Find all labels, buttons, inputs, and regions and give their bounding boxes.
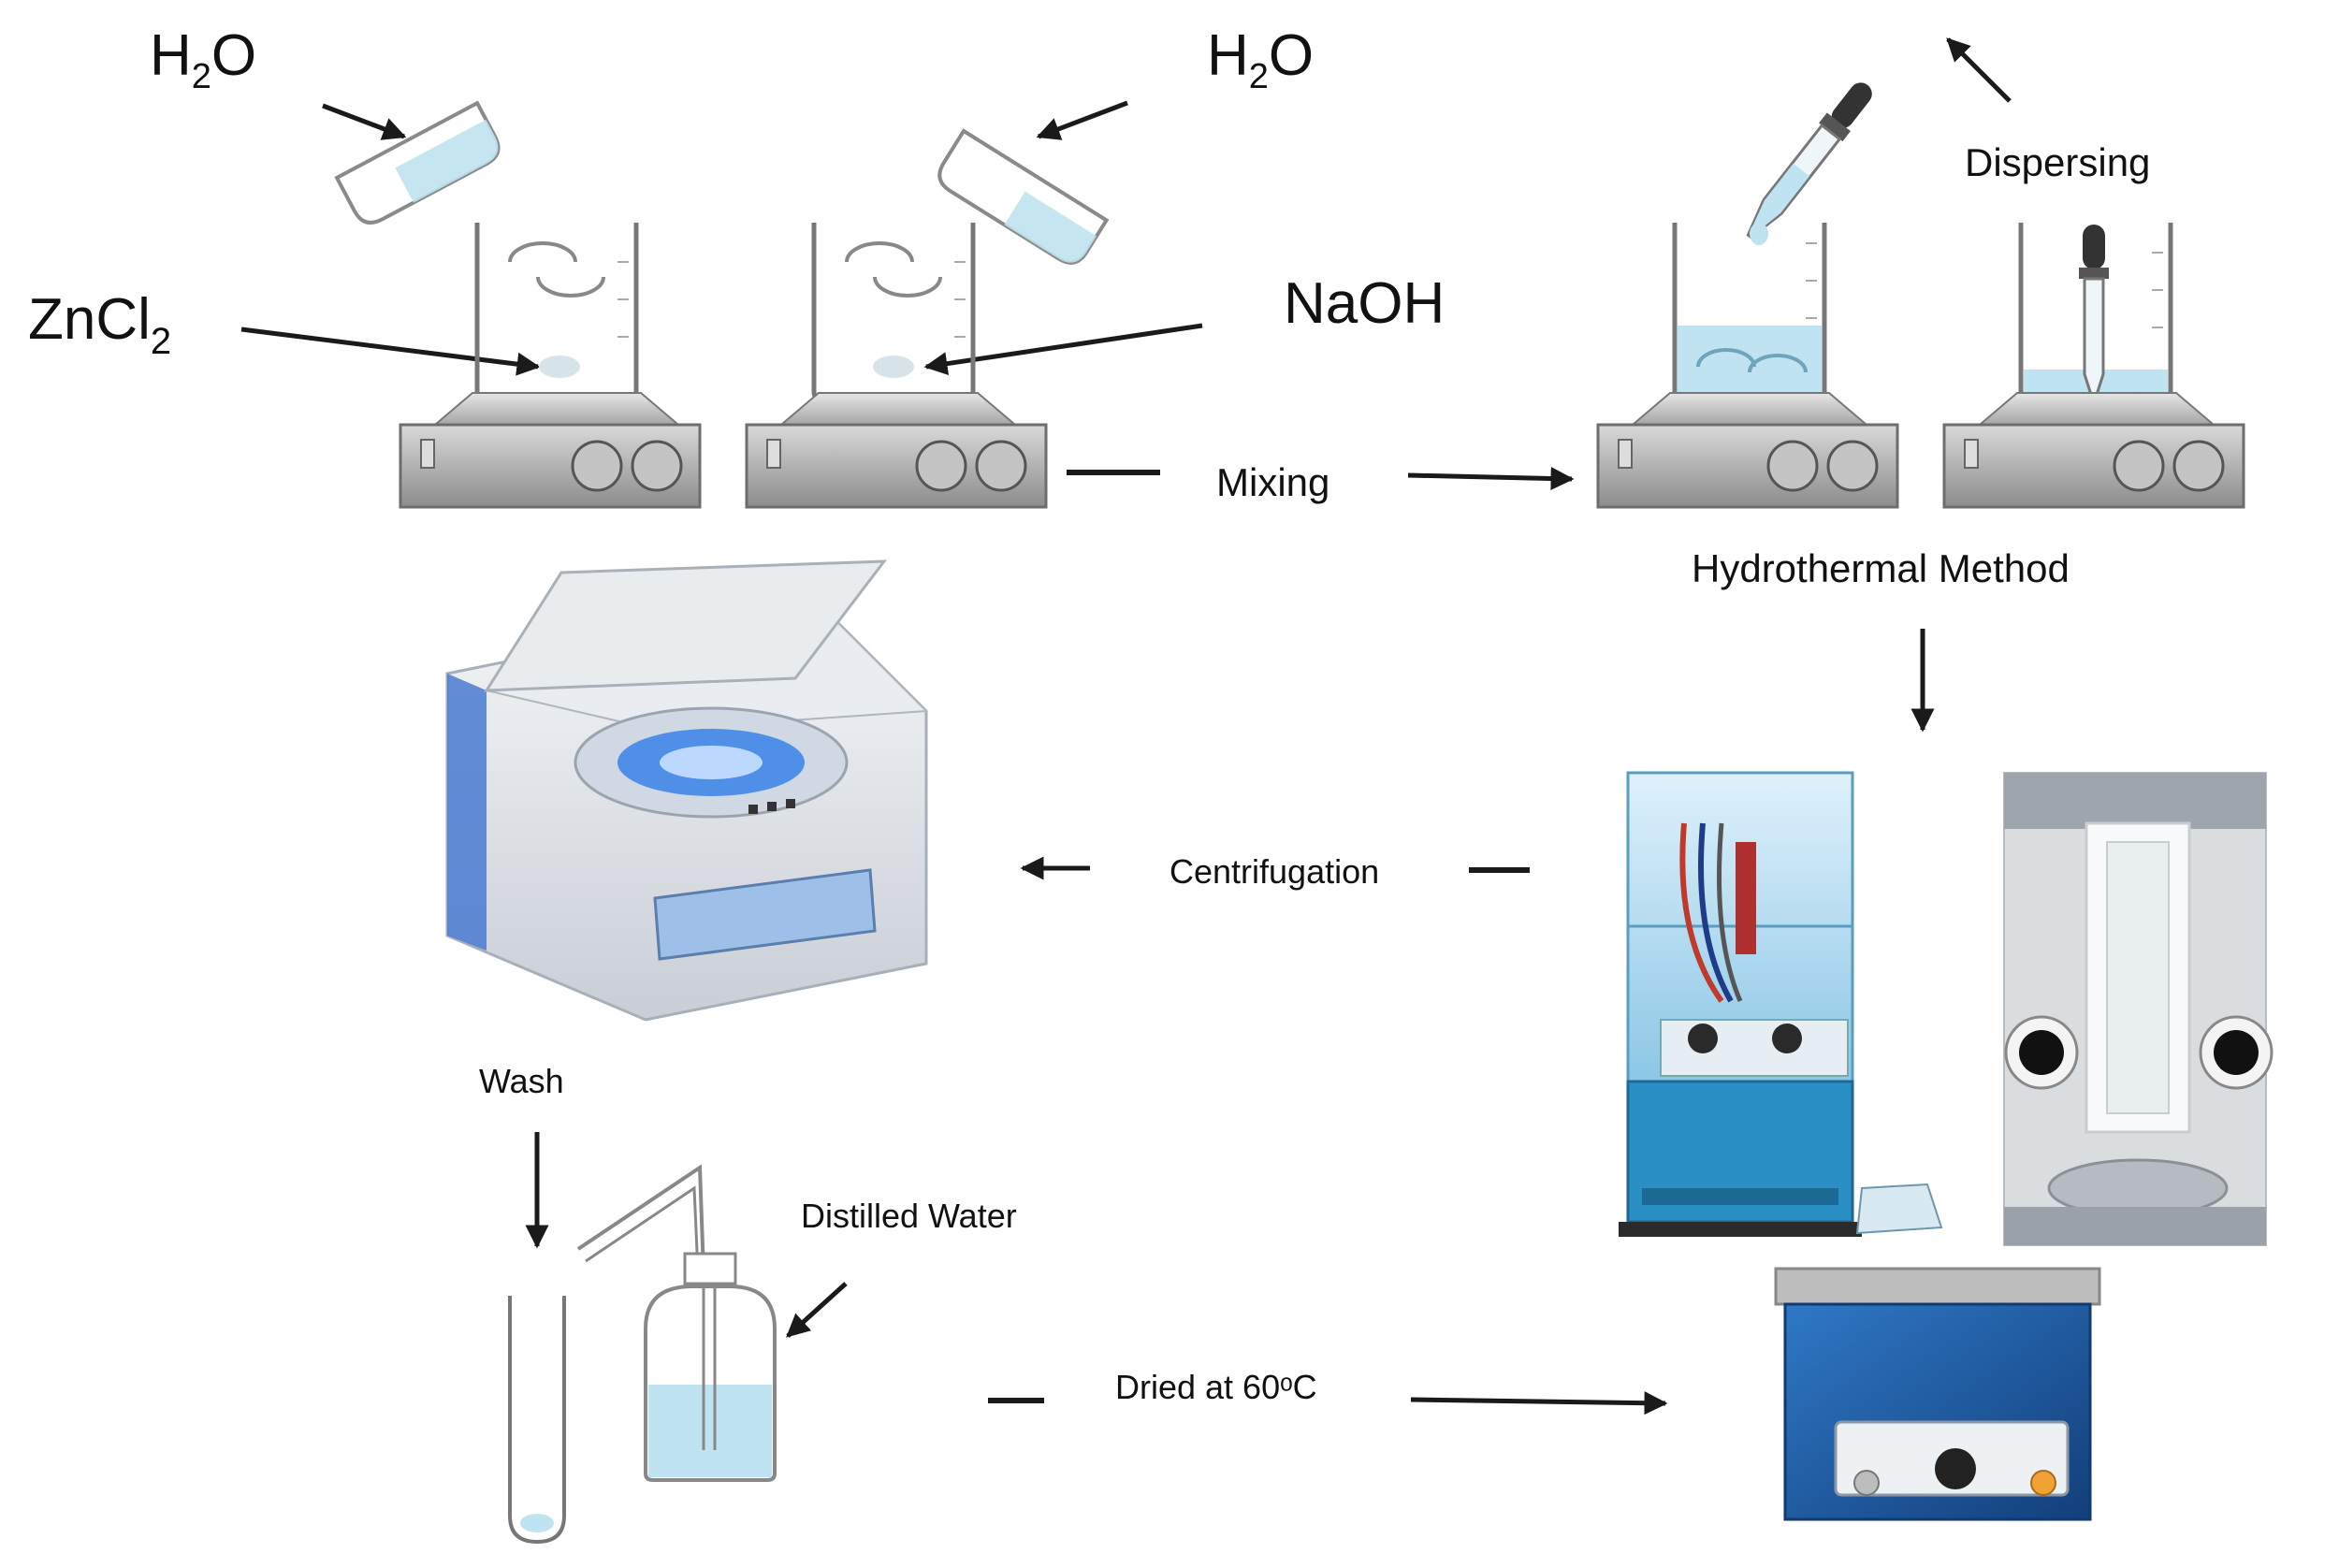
dispersing-label: Dispersing (1965, 140, 2150, 184)
magnetic-stirrer-3-icon (1596, 223, 1899, 509)
dried-label: Dried at 60ᵒC (1115, 1368, 1317, 1406)
magnetic-stirrer-2-icon (745, 223, 1048, 509)
arrow-mixing (1407, 466, 1575, 490)
magnetic-stirrer-4-icon (1942, 223, 2245, 509)
mixing-label: Mixing (1216, 460, 1329, 504)
centrifuge-icon (445, 559, 929, 1022)
arrow-distilled-water (786, 1282, 848, 1338)
test-tube-water-right-icon (937, 128, 1110, 265)
reactor-vessel-photo-icon (2003, 772, 2274, 1246)
dropper-icon (1746, 82, 1872, 240)
hydrothermal-label: Hydrothermal Method (1692, 546, 2070, 590)
hydrothermal-reactor-icon (1619, 771, 1943, 1237)
h2o-right-label: H2O (1207, 23, 1314, 96)
test-tube-water-left-icon (334, 100, 501, 225)
wash-bottle-icon (576, 1164, 777, 1482)
arrow-dried (1410, 1391, 1668, 1416)
magnetic-stirrer-1-icon (399, 223, 702, 509)
arrow-naoh (923, 323, 1203, 376)
drying-oven-icon (1774, 1267, 2101, 1521)
arrow-dispersing (1946, 37, 2012, 103)
arrow-h2o-left (322, 103, 407, 140)
h2o-left-label: H2O (150, 23, 256, 96)
naoh-label: NaOH (1284, 271, 1445, 336)
arrow-h2o-right (1036, 100, 1128, 140)
distilled-water-label: Distilled Water (801, 1197, 1017, 1235)
centrifuge-tube-icon (508, 1296, 566, 1545)
centrifugation-label: Centrifugation (1170, 852, 1379, 891)
arrow-zncl2 (240, 327, 541, 376)
wash-label: Wash (479, 1062, 564, 1100)
zncl2-label: ZnCl2 (28, 287, 171, 362)
